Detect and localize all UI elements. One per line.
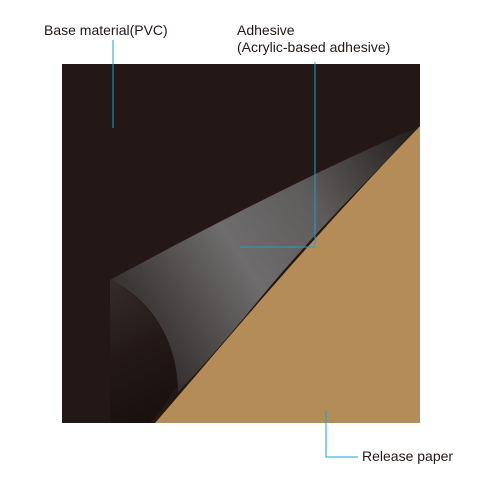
peel-curl-shadow — [110, 280, 178, 423]
adhesive-leader-line — [240, 62, 316, 248]
release-paper-layer — [155, 126, 420, 423]
adhesive-label-title: Adhesive — [237, 22, 295, 38]
adhesive-label: Adhesive (Acrylic-based adhesive) — [237, 22, 390, 56]
release-paper-leader-line — [325, 410, 358, 458]
base-material-label: Base material(PVC) — [44, 22, 168, 38]
adhesive-peel-flap — [110, 126, 420, 392]
adhesive-label-detail: (Acrylic-based adhesive) — [237, 39, 391, 55]
release-paper-label: Release paper — [362, 448, 454, 464]
